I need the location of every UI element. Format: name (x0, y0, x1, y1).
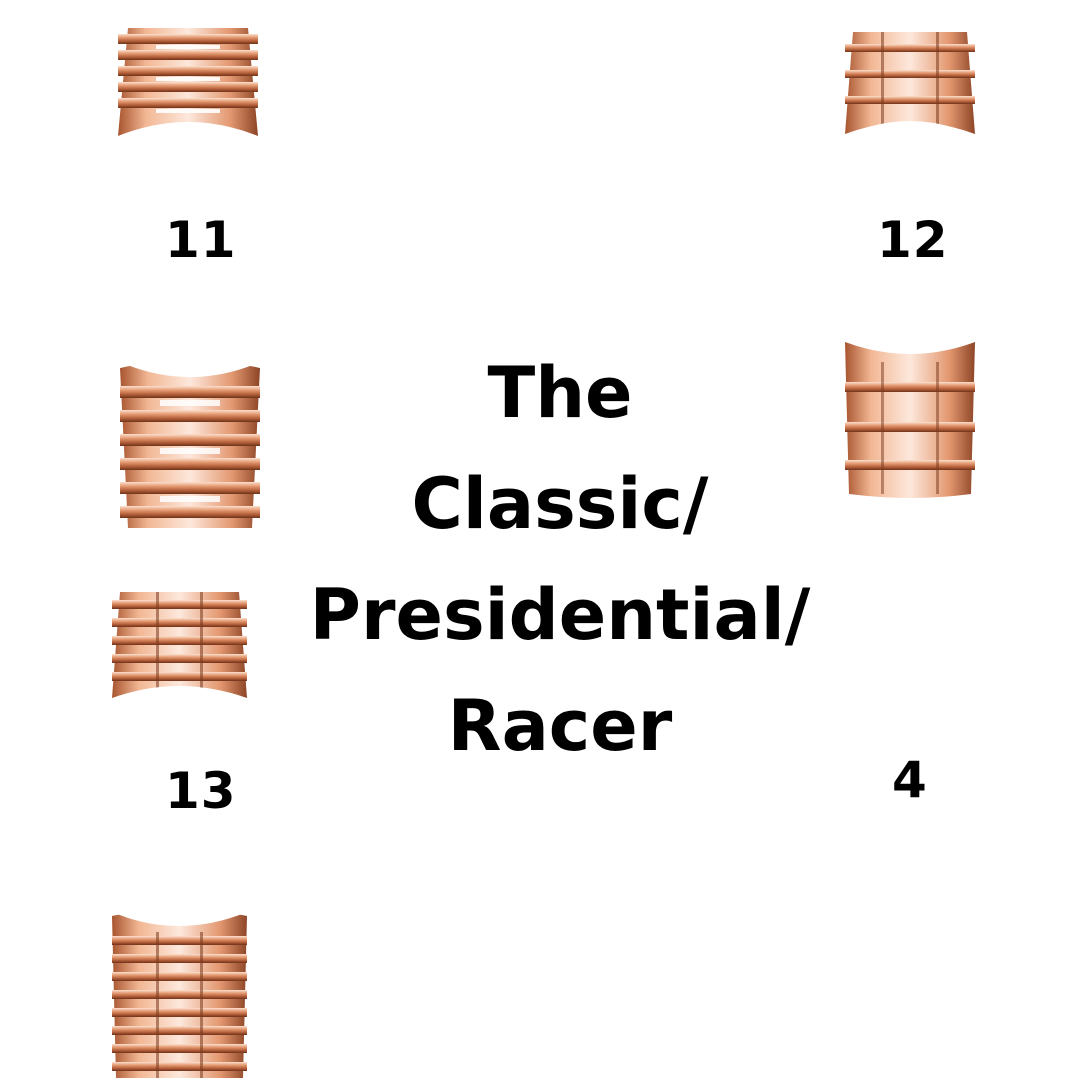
title-line-3: Presidential/ (309, 574, 811, 656)
bracelet-image-bottom-left (112, 912, 247, 1078)
title-line-2: Classic/ (411, 463, 709, 545)
label-4: 4 (892, 751, 928, 809)
bracelet-image-middle-right (845, 342, 975, 498)
label-12: 12 (877, 211, 949, 269)
bracelet-image-middle-left (120, 362, 260, 528)
bracelet-image-lower-left (112, 592, 247, 700)
page-title: The Classic/ Presidential/ Racer (260, 338, 860, 782)
bracelet-image-top-left (118, 28, 258, 138)
title-line-4: Racer (447, 685, 673, 767)
title-line-1: The (487, 352, 633, 434)
bracelet-image-top-right (845, 32, 975, 136)
label-11: 11 (165, 211, 237, 269)
label-13: 13 (165, 762, 237, 820)
